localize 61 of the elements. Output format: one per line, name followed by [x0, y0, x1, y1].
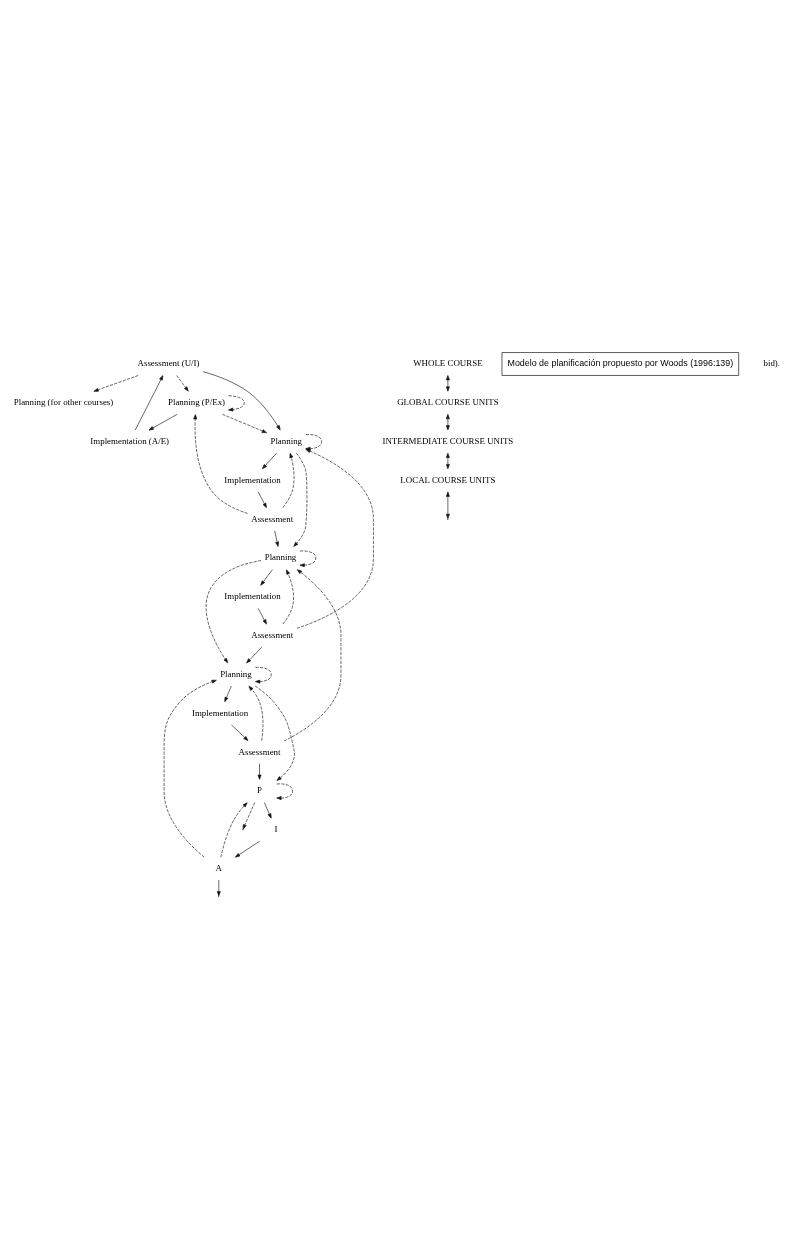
- arrow: [205, 559, 262, 663]
- arrow: [274, 529, 279, 547]
- arrow: [248, 685, 264, 741]
- node-text: Planning: [270, 435, 303, 446]
- arrow: [134, 374, 164, 430]
- arrow: [283, 568, 342, 741]
- arrow: [235, 840, 260, 857]
- arrow: [446, 491, 450, 519]
- arrow: [224, 685, 232, 702]
- arrow: [446, 374, 450, 392]
- arrow: [202, 370, 281, 430]
- node-text: GLOBAL COURSE UNITS: [397, 396, 499, 407]
- node-text: I: [274, 823, 278, 834]
- node-text: Planning (for other courses): [13, 396, 114, 407]
- node-text: Planning: [220, 668, 252, 679]
- node-text: P: [257, 784, 262, 795]
- arrow: [163, 679, 217, 857]
- arrow: [246, 646, 263, 663]
- node-text: Implementation: [191, 707, 249, 718]
- arrow: [293, 452, 308, 547]
- arrow: [296, 448, 374, 629]
- arrow: [264, 801, 272, 819]
- arrow: [176, 374, 189, 392]
- node-box: Modelo de planificación propuesto por Woods (1996:139): [501, 351, 740, 376]
- arrow: [305, 433, 322, 451]
- label: bid).: [763, 357, 781, 368]
- arrow: [231, 724, 249, 741]
- arrow: [282, 452, 295, 508]
- arrow: [262, 452, 277, 469]
- node-text: Implementation: [224, 474, 281, 485]
- arrow: [299, 550, 317, 567]
- arrow: [257, 491, 267, 508]
- arrow: [148, 413, 178, 430]
- node-text: A: [215, 862, 223, 873]
- arrow: [93, 374, 139, 392]
- node-text: Assessment (U/I): [137, 357, 200, 368]
- arrow: [446, 452, 450, 469]
- arrow: [254, 685, 295, 781]
- arrow: [216, 879, 221, 896]
- arrow: [282, 568, 294, 624]
- arrow: [193, 413, 248, 514]
- node-text: Assessment: [238, 746, 281, 757]
- arrow: [222, 413, 267, 433]
- arrow: [446, 413, 450, 430]
- node-text: Implementation: [224, 590, 281, 601]
- arrow: [260, 568, 273, 586]
- node-text: Assessment: [251, 513, 294, 524]
- node-text: Planning (P/Ex): [168, 396, 226, 407]
- arrow: [257, 762, 262, 780]
- arrow: [257, 607, 267, 624]
- node-text: INTERMEDIATE COURSE UNITS: [382, 435, 514, 446]
- node-text: LOCAL COURSE UNITS: [400, 474, 496, 485]
- arrow: [228, 394, 245, 411]
- node-text: Implementation (A/E): [90, 435, 170, 446]
- arrow: [242, 801, 256, 829]
- arrow: [255, 666, 272, 684]
- node-text: Planning: [264, 551, 297, 562]
- arrow: [220, 801, 248, 857]
- node-text: Assessment: [251, 629, 294, 640]
- arrow: [276, 783, 293, 800]
- node-text: WHOLE COURSE: [413, 357, 483, 368]
